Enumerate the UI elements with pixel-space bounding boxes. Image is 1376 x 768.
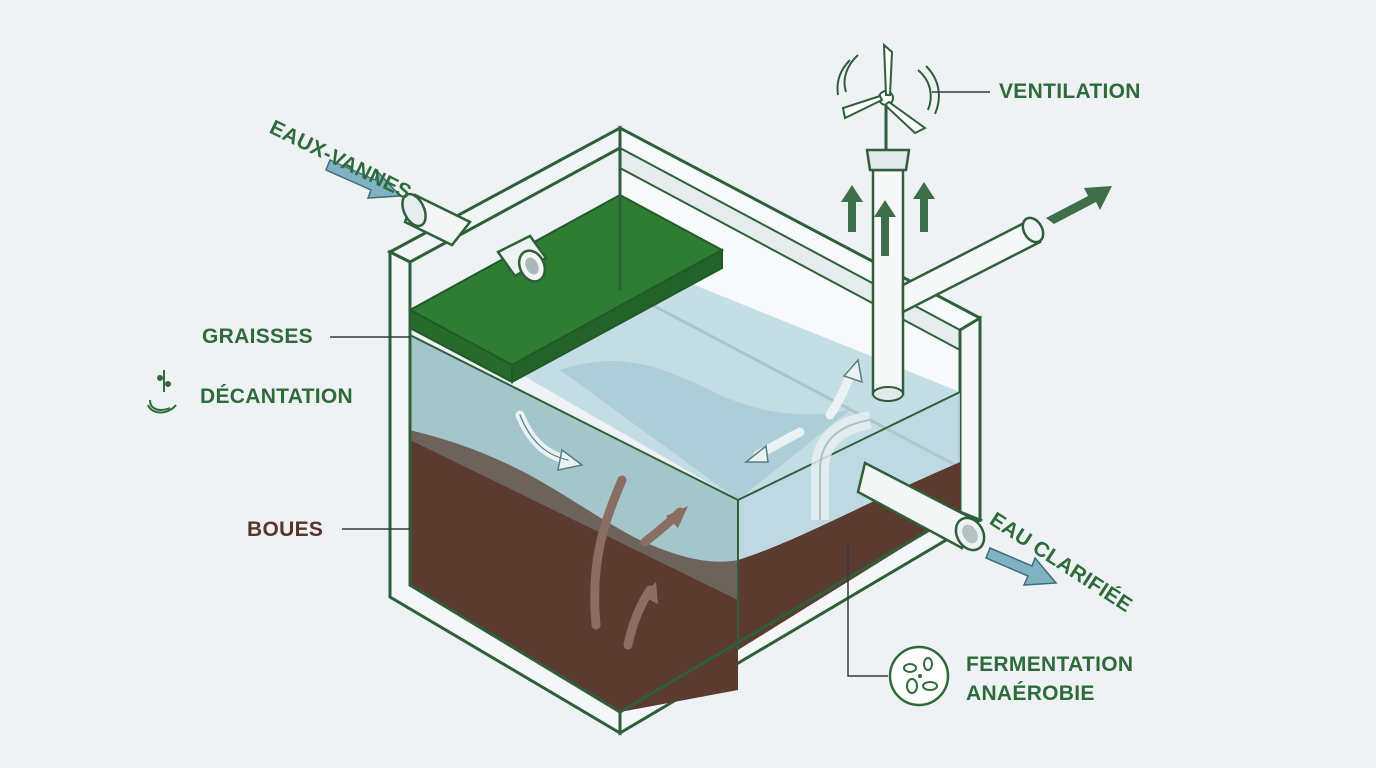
- inlet-pipe: [401, 192, 472, 247]
- outlet-pipe: [856, 461, 986, 552]
- label-fermentation-line2: ANAÉROBIE: [966, 682, 1095, 705]
- label-ventilation: VENTILATION: [999, 80, 1141, 103]
- fan-icon: [836, 42, 940, 150]
- upper-vent-pipe: [901, 216, 1045, 315]
- circulation-arrows: [515, 358, 863, 650]
- vent-exit-arrow: [1046, 186, 1112, 224]
- label-fermentation-line1: FERMENTATION: [966, 653, 1134, 676]
- leader-lines: [330, 91, 990, 677]
- inlet-flow-arrow: [325, 158, 402, 199]
- inner-inlet-pipe: [496, 234, 548, 283]
- microbe-icon: [888, 645, 950, 707]
- vent-pipe: [865, 148, 911, 402]
- label-fermentation-anaerobie: FERMENTATION ANAÉROBIE: [966, 650, 1133, 708]
- label-graisses: GRAISSES: [202, 325, 313, 348]
- outlet-tee: [811, 411, 872, 520]
- outlet-flow-arrow: [985, 547, 1058, 586]
- label-boues: BOUES: [247, 518, 324, 541]
- label-decantation: DÉCANTATION: [200, 385, 354, 408]
- vent-flow-arrows: [841, 182, 935, 256]
- settling-icon: [147, 370, 177, 414]
- grease-layer: [407, 193, 725, 384]
- tank-front-edges: [408, 128, 961, 733]
